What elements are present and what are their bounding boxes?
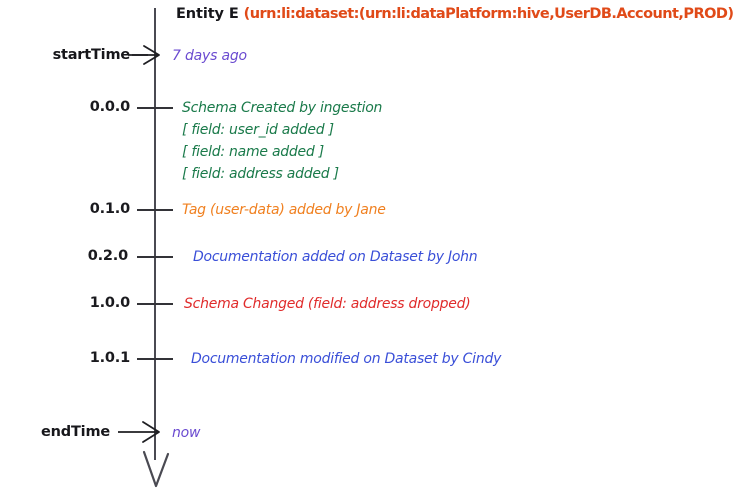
event-text-0-0-0: Schema Created by ingestion	[182, 100, 383, 116]
timeline-arrowhead-down-icon	[142, 450, 170, 488]
version-label-0-1-0: 0.1.0	[89, 201, 130, 217]
event-detail-line: [ field: name added ]	[182, 144, 324, 160]
event-detail-line: [ field: user_id added ]	[182, 122, 334, 138]
event-details-0-0-0: [ field: user_id added ] [ field: name a…	[182, 123, 382, 181]
event-text-1-0-1: Documentation modified on Dataset by Cin…	[191, 351, 502, 367]
version-label-0-2-0: 0.2.0	[87, 248, 128, 264]
end-time-value: now	[172, 425, 201, 441]
version-label-1-0-0: 1.0.0	[89, 295, 130, 311]
start-time-label: startTime	[52, 47, 131, 63]
end-time-label: endTime	[41, 424, 110, 440]
event-text-1-0-0: Schema Changed (field: address dropped)	[184, 296, 471, 312]
end-time-arrow-icon	[118, 421, 160, 443]
tick-0-2-0	[137, 256, 173, 258]
version-label-1-0-1: 1.0.1	[89, 350, 130, 366]
tick-0-1-0	[137, 209, 173, 211]
start-time-value: 7 days ago	[172, 48, 247, 64]
version-label-0-0-0: 0.0.0	[89, 99, 130, 115]
event-text-0-1-0: Tag (user-data) added by Jane	[182, 202, 386, 218]
entity-urn: (urn:li:dataset:(urn:li:dataPlatform:hiv…	[243, 6, 734, 22]
tick-1-0-1	[137, 358, 173, 360]
entity-label: Entity E	[176, 6, 239, 22]
event-text-0-2-0: Documentation added on Dataset by John	[193, 249, 478, 265]
start-time-arrow-tail-icon	[128, 54, 148, 56]
diagram-title: Entity E (urn:li:dataset:(urn:li:dataPla…	[176, 6, 734, 22]
tick-1-0-0	[137, 303, 173, 305]
event-block-0-0-0: Schema Created by ingestion [ field: use…	[182, 101, 382, 181]
timeline-axis	[154, 8, 156, 460]
tick-0-0-0	[137, 107, 173, 109]
event-detail-line: [ field: address added ]	[182, 166, 339, 182]
